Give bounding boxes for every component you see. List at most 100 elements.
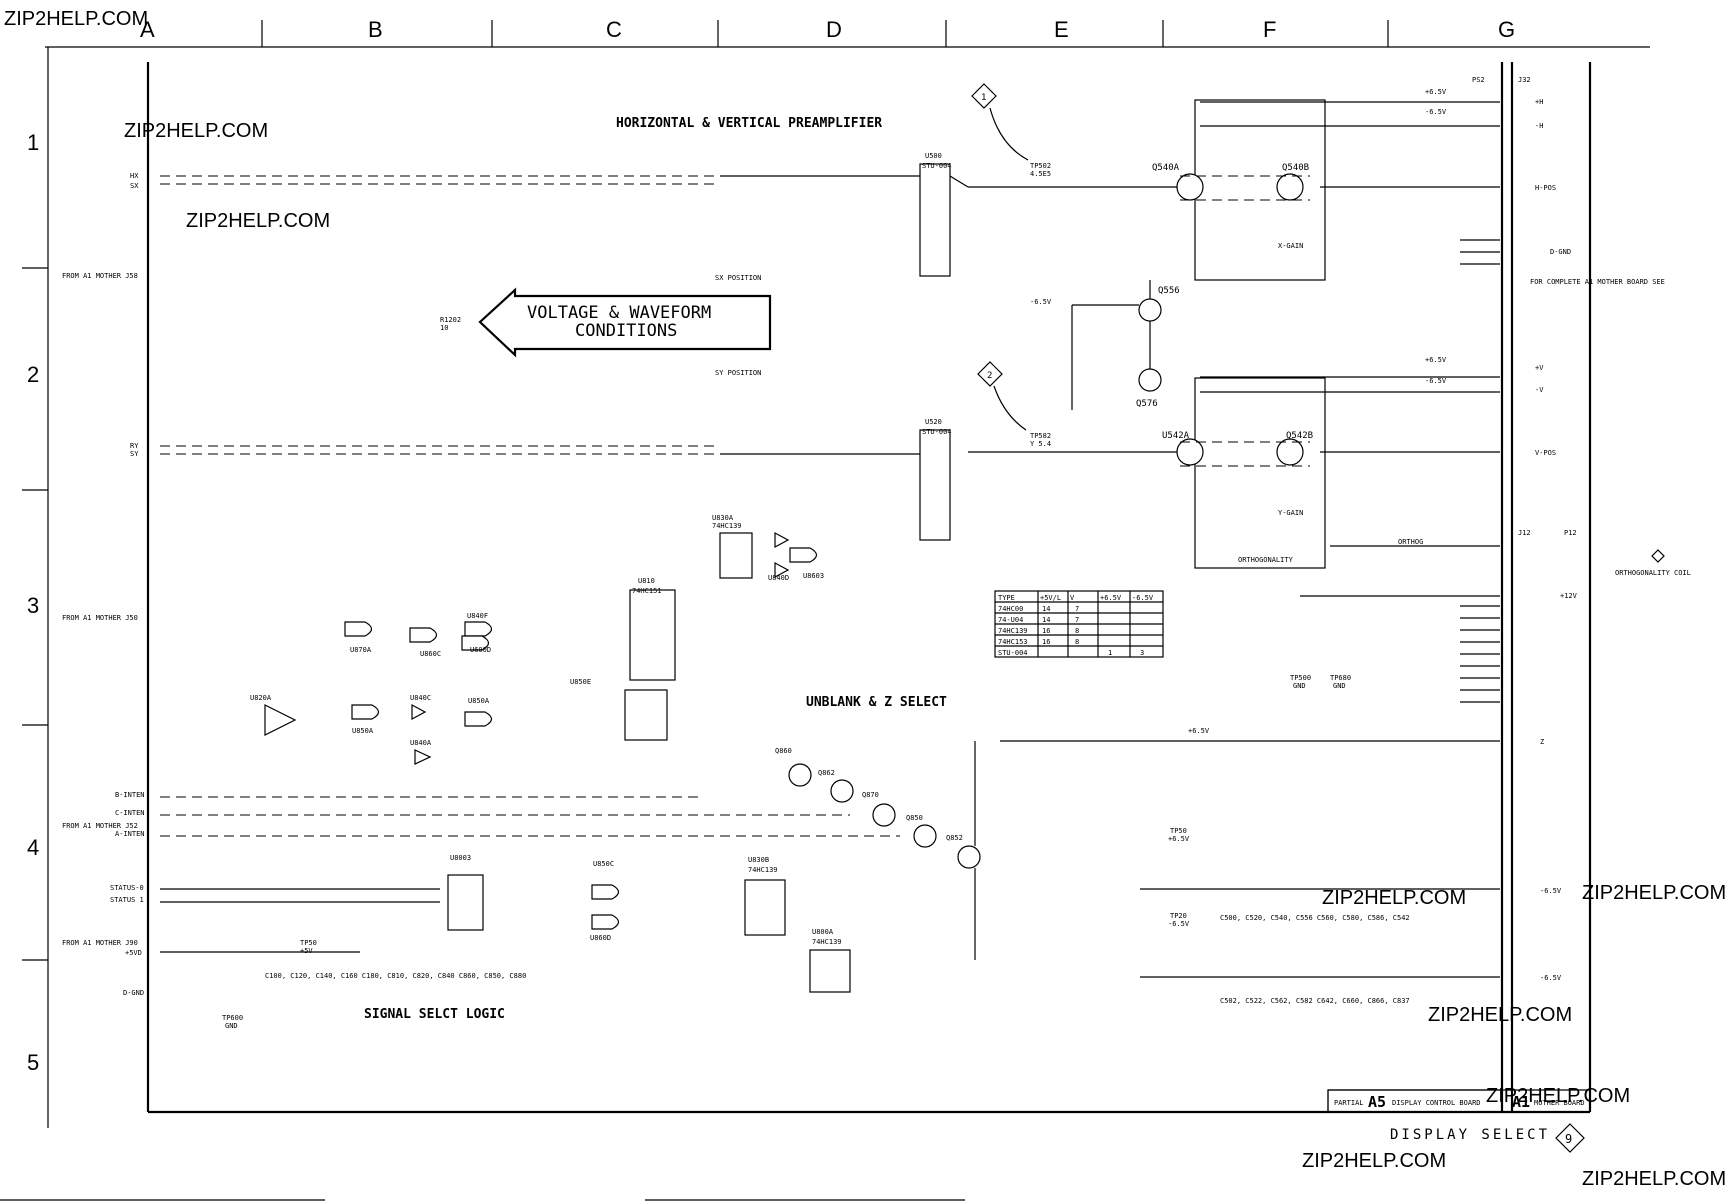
u830b-label: U830B — [748, 856, 769, 864]
hpos-label: H-POS — [1535, 184, 1556, 192]
logic-gates: U840F U870A U860C U600D U820A U850A U840… — [250, 531, 824, 942]
svg-text:2: 2 — [987, 371, 992, 381]
u520-part: STU-004 — [922, 428, 952, 436]
voltage-title-line1: VOLTAGE & WAVEFORM — [527, 303, 711, 323]
watermark-text: ZIP2HELP.COM — [1582, 882, 1727, 904]
u800a-label: U800A — [812, 928, 834, 936]
tp500-label: TP500 — [1290, 674, 1311, 682]
label-minus65v-1: -6.5V — [1425, 108, 1447, 116]
ic-table-r2c2: 8 — [1075, 627, 1079, 635]
logic-ics: U810 74HC151 U830A 74HC139 U850E U8003 U… — [447, 514, 851, 993]
u840c-label: U840C — [410, 694, 431, 702]
row-label-4: 4 — [27, 835, 39, 860]
u870a-label: U870A — [350, 646, 372, 654]
tp50-label: TP50 — [1170, 827, 1187, 835]
grid-ruler-top: A B C D E F G — [45, 17, 1650, 48]
ic-table-r0c0: 74HC00 — [998, 605, 1023, 613]
watermark-text: ZIP2HELP.COM — [124, 120, 269, 142]
tp20-label: TP20 — [1170, 912, 1187, 920]
ic-u830b — [744, 879, 786, 936]
watermark-text: ZIP2HELP.COM — [1428, 1004, 1573, 1026]
u810-part: 74HC151 — [632, 587, 662, 595]
connector-j32: PS2 J32 +H -H H-POS D-GND FOR COMPLETE A… — [1472, 76, 1665, 982]
ic-table-r3c2: 8 — [1075, 638, 1079, 646]
r1202-label: R1202 — [440, 316, 461, 324]
tp600-val: GND — [225, 1022, 238, 1030]
ic-table-h1: +5V/L — [1040, 594, 1061, 602]
preamp-outputs: +6.5V -6.5V +6.5V -6.5V +6.5V — [1000, 88, 1500, 978]
row-label-2: 2 — [27, 362, 39, 387]
q576-label: Q576 — [1136, 399, 1158, 409]
ic-table-r1c2: 7 — [1075, 616, 1079, 624]
ic-table-h2: V — [1070, 594, 1075, 602]
r1202-value: 10 — [440, 324, 448, 332]
m65v-out2: -6.5V — [1540, 974, 1562, 982]
u850c-label: U850C — [593, 860, 614, 868]
tp582-label: TP582 — [1030, 432, 1051, 440]
title-a5: A5 — [1368, 1093, 1386, 1111]
row-label-1: 1 — [27, 130, 39, 155]
u860d-label: U860D — [590, 934, 611, 942]
tp582-value: Y 5.4 — [1030, 440, 1051, 448]
z-label: Z — [1540, 738, 1544, 746]
tp50-val: +6.5V — [1168, 835, 1190, 843]
page-title: DISPLAY SELECT — [1390, 1127, 1550, 1143]
q540a-label: Q540A — [1152, 163, 1180, 173]
u810-label: U810 — [638, 577, 655, 585]
p12-label: P12 — [1564, 529, 1577, 537]
sx-label: SX — [130, 182, 139, 190]
title-a1: A1 — [1512, 1093, 1530, 1111]
u850a2-label: U850A — [468, 697, 490, 705]
preamp-title: HORIZONTAL & VERTICAL PREAMPLIFIER — [616, 116, 882, 131]
q556-label: Q556 — [1158, 286, 1180, 296]
vminus-label: -V — [1535, 386, 1544, 394]
row-label-3: 3 — [27, 593, 39, 618]
preamp-horizontal-wiring — [160, 175, 1180, 455]
ry-label: RY — [130, 442, 139, 450]
hminus-label: -H — [1535, 122, 1543, 130]
callout-2: 2 — [977, 361, 1027, 431]
tp20-val: -6.5V — [1168, 920, 1190, 928]
vplus-label: +V — [1535, 364, 1544, 372]
u500-part: STU-004 — [922, 162, 952, 170]
label-plus65v-1: +6.5V — [1425, 88, 1447, 96]
tp502-label: TP502 — [1030, 162, 1051, 170]
tp502-value: 4.5E5 — [1030, 170, 1051, 178]
u820a-label: U820A — [250, 694, 272, 702]
svg-text:1: 1 — [981, 93, 986, 103]
col-label-c: C — [606, 17, 622, 42]
tp680-val: GND — [1333, 682, 1346, 690]
ic-u500: U500 STU-004 — [919, 152, 969, 277]
x-gain-label: X-GAIN — [1278, 242, 1303, 250]
for-complete-label: FOR COMPLETE A1 MOTHER BOARD SEE — [1530, 278, 1665, 286]
ic-table-r4c4: 3 — [1140, 649, 1144, 657]
watermark-text: ZIP2HELP.COM — [1322, 887, 1467, 909]
col-label-g: G — [1498, 17, 1515, 42]
unblank-title: UNBLANK & Z SELECT — [806, 695, 947, 710]
u840f-label: U840F — [467, 612, 488, 620]
ic-table-r4c0: STU-004 — [998, 649, 1028, 657]
q542a-label: U542A — [1162, 431, 1190, 441]
u850a-label: U850A — [352, 727, 374, 735]
col-label-f: F — [1263, 17, 1276, 42]
a-inten-label: A-INTEN — [115, 830, 145, 838]
from-j52: FROM A1 MOTHER J52 — [62, 822, 138, 830]
ic-table-r4c3: 1 — [1108, 649, 1112, 657]
plus5vd-label: +5VD — [125, 949, 142, 957]
q540b-label: Q540B — [1282, 163, 1309, 173]
tp500-val: GND — [1293, 682, 1306, 690]
row-label-5: 5 — [27, 1050, 39, 1075]
col-label-a: A — [140, 17, 155, 42]
current-source-transistors: Q556 Q576 -6.5V — [1030, 280, 1180, 410]
ic-u830a — [719, 532, 753, 579]
tp50b-val: +5V — [300, 947, 313, 955]
col-label-d: D — [826, 17, 842, 42]
u850e-label: U850E — [570, 678, 591, 686]
signal-logic-title: SIGNAL SELCT LOGIC — [364, 1007, 505, 1022]
u860c-label: U860C — [420, 650, 441, 658]
ic-table-h4: -6.5V — [1132, 594, 1154, 602]
watermark-text: ZIP2HELP.COM — [1302, 1150, 1447, 1172]
from-j90: FROM A1 MOTHER J90 — [62, 939, 138, 947]
u840a-label: U840A — [410, 739, 432, 747]
ic-u810 — [629, 589, 676, 681]
